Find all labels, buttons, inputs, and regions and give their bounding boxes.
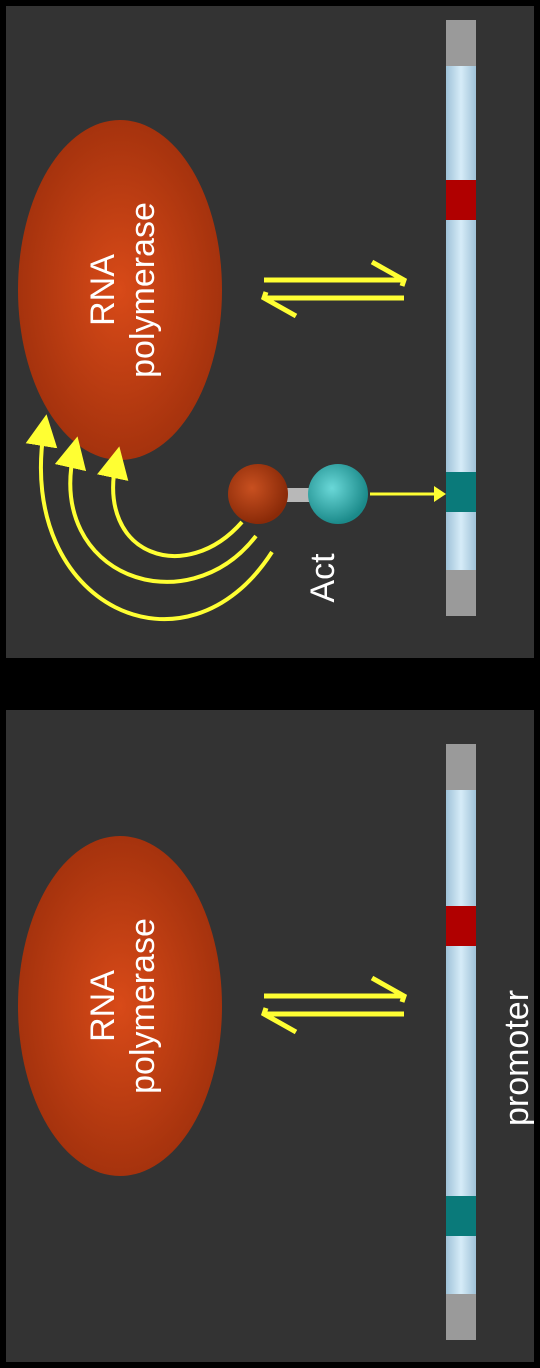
promoter-label: promoter — [498, 990, 534, 1126]
basal-panel: RNA polymerase promoter — [6, 710, 536, 1362]
equilibrium-arrows — [260, 975, 408, 1035]
activated-panel: RNA polymerase Act — [6, 6, 534, 658]
polymerase-label-line2: polymerase — [124, 918, 162, 1094]
activated-diagram: RNA polymerase Act — [18, 20, 476, 622]
rna-polymerase — [18, 120, 222, 460]
teal-site — [446, 1196, 476, 1236]
polymerase-label-line2: polymerase — [124, 202, 162, 378]
interaction-arrows — [25, 414, 274, 622]
basal-diagram: RNA polymerase promoter — [18, 744, 536, 1340]
activator-label: Act — [304, 553, 342, 603]
polymerase-label-line1: RNA — [84, 254, 122, 326]
red-site — [446, 180, 476, 220]
polymerase-label-line1: RNA — [84, 970, 122, 1042]
equilibrium-arrows — [260, 259, 408, 319]
dna-strand — [446, 744, 476, 1340]
red-site — [446, 906, 476, 946]
teal-site — [446, 472, 476, 512]
rna-polymerase — [18, 836, 222, 1176]
activator — [228, 464, 368, 524]
dna-strand — [446, 20, 476, 616]
